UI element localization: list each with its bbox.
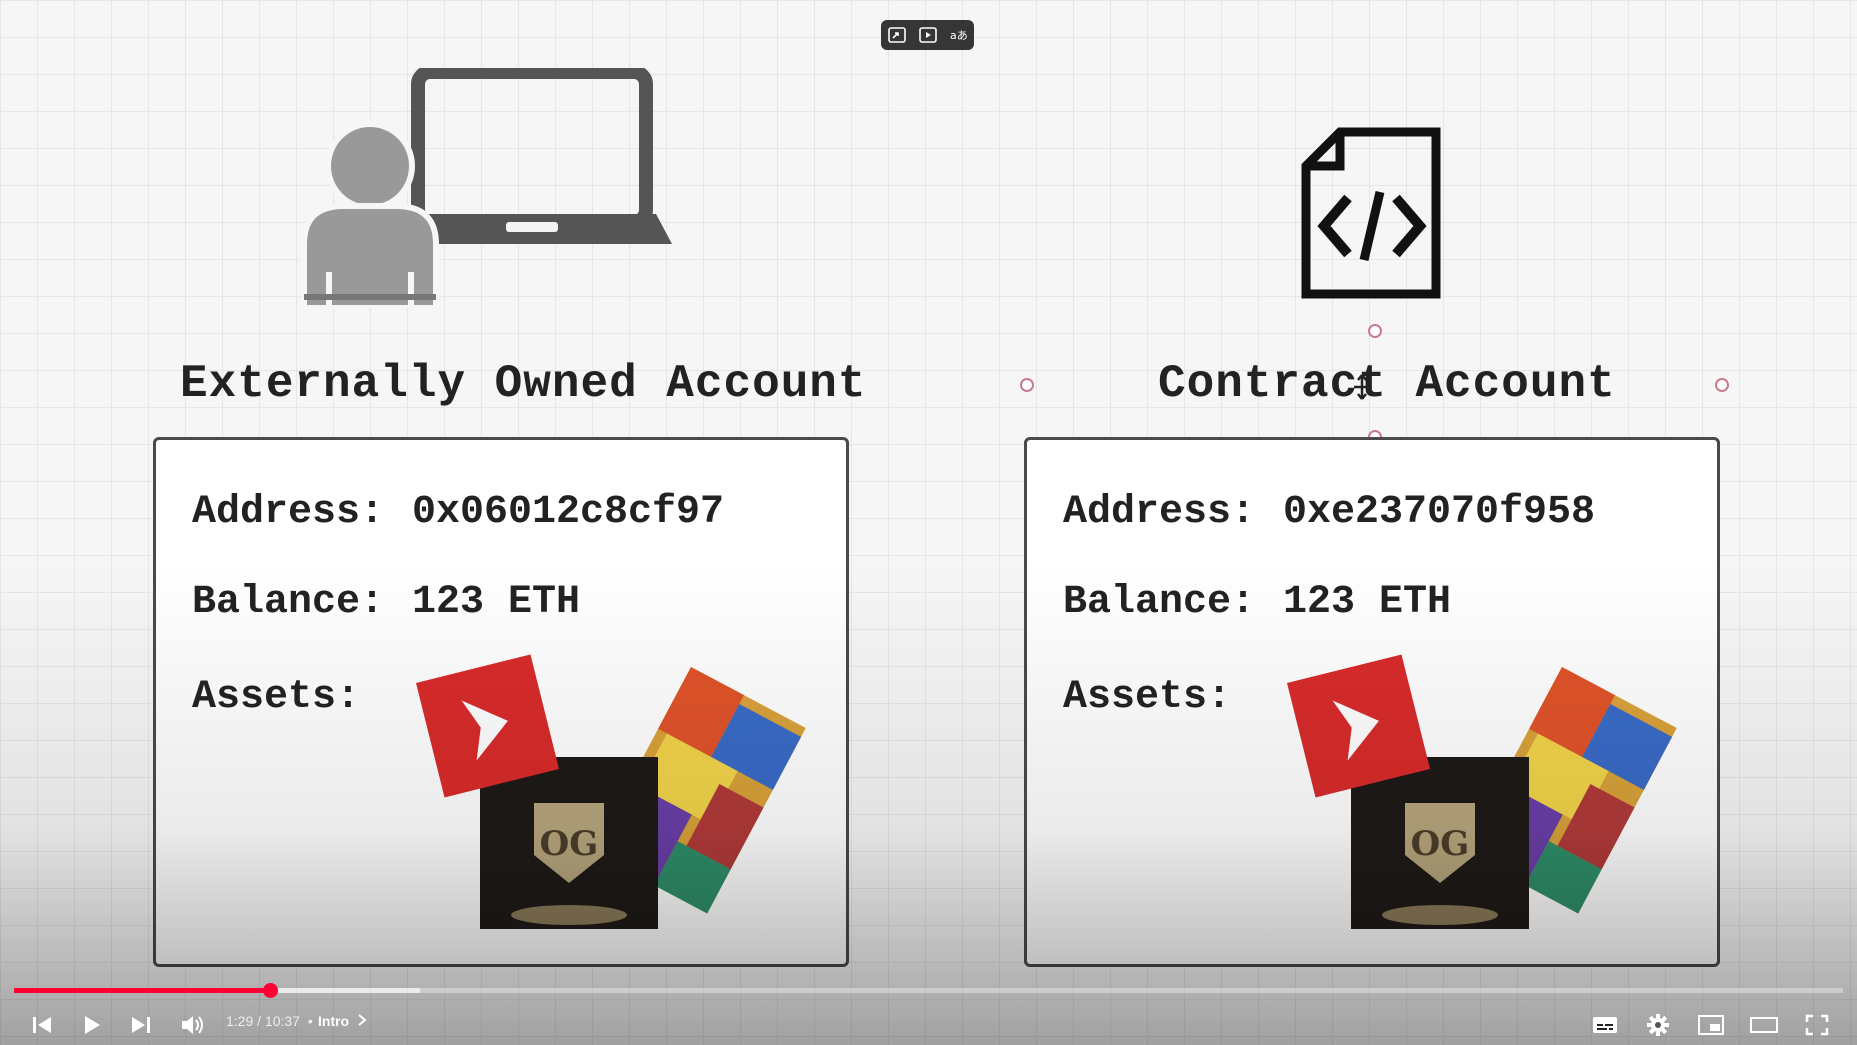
og-contributor-badge-icon: OG (1351, 757, 1529, 929)
address-value: 0xe237070f958 (1283, 490, 1596, 535)
chapter-separator: • (307, 1013, 313, 1029)
chapter-title: Intro (318, 1013, 350, 1029)
red-chevron-token-icon (416, 654, 560, 798)
eoa-card: Address: 0x06012c8cf97 Balance: 123 ETH … (153, 437, 849, 967)
svg-text:aあ: aあ (950, 29, 968, 42)
og-contributor-badge-icon: OG (480, 757, 658, 929)
balance-value: 123 ETH (1283, 580, 1452, 625)
assets-group: OG (416, 654, 806, 929)
selection-handle-right[interactable] (1715, 378, 1729, 392)
selection-handle-left[interactable] (1020, 378, 1034, 392)
progress-played (14, 988, 271, 993)
assets-label: Assets: (1063, 675, 1232, 720)
duration: 10:37 (264, 1013, 300, 1029)
captions-button[interactable] (1590, 1006, 1620, 1044)
time-separator: / (257, 1013, 262, 1029)
time-display: 1:29 / 10:37 • (226, 1013, 313, 1029)
screen-share-icon[interactable] (886, 24, 908, 46)
balance-value: 123 ETH (412, 580, 581, 625)
user-with-laptop-icon (301, 68, 672, 308)
assets-label: Assets: (192, 675, 361, 720)
balance-label: Balance: (192, 580, 385, 625)
fullscreen-icon (1805, 1014, 1829, 1036)
next-button[interactable] (127, 1006, 155, 1044)
contract-title: Contract Account (1158, 358, 1616, 410)
address-value: 0x06012c8cf97 (412, 490, 725, 535)
svg-text:OG: OG (1411, 824, 1470, 864)
skip-previous-icon (33, 1017, 51, 1033)
translate-icon[interactable]: aあ (948, 24, 970, 46)
play-in-window-icon[interactable] (917, 24, 939, 46)
play-icon (85, 1016, 100, 1034)
move-cursor-icon (1354, 374, 1370, 400)
fullscreen-button[interactable] (1802, 1006, 1832, 1044)
miniplayer-icon (1698, 1015, 1724, 1035)
captions-icon (1593, 1017, 1617, 1033)
mute-button[interactable] (178, 1006, 208, 1044)
scrubber-handle[interactable] (263, 983, 279, 998)
chevron-right-icon (358, 1014, 367, 1026)
balance-label: Balance: (1063, 580, 1256, 625)
skip-next-icon (132, 1017, 150, 1033)
video-overlay-toolbar: aあ (881, 20, 974, 50)
volume-icon (182, 1016, 203, 1034)
theater-mode-icon (1750, 1017, 1778, 1033)
address-label: Address: (1063, 490, 1256, 535)
progress-bar[interactable] (14, 983, 1843, 998)
code-file-icon (1301, 127, 1441, 299)
play-button[interactable] (78, 1006, 106, 1044)
contract-card: Address: 0xe237070f958 Balance: 123 ETH … (1024, 437, 1720, 967)
chapter-button[interactable]: Intro (318, 1013, 367, 1029)
miniplayer-button[interactable] (1696, 1006, 1726, 1044)
previous-button[interactable] (28, 1006, 56, 1044)
red-chevron-token-icon (1287, 654, 1431, 798)
theater-mode-button[interactable] (1748, 1006, 1780, 1044)
address-label: Address: (192, 490, 385, 535)
current-time: 1:29 (226, 1013, 254, 1029)
assets-group: OG (1287, 654, 1677, 929)
eoa-title: Externally Owned Account (180, 358, 867, 410)
gear-icon (1647, 1014, 1669, 1036)
settings-button[interactable] (1643, 1006, 1673, 1044)
player-controls: 1:29 / 10:37 • Intro (0, 980, 1857, 1045)
svg-text:OG: OG (540, 824, 599, 864)
selection-handle-top[interactable] (1368, 324, 1382, 338)
